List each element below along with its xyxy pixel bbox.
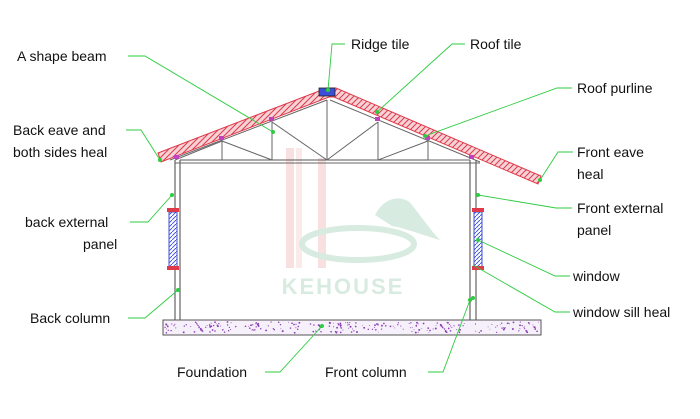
label-back-eave-line2: both sides heal xyxy=(13,144,107,160)
roof-truss xyxy=(169,99,481,164)
label-back-external-line2: panel xyxy=(83,236,117,252)
label-ridge-tile: Ridge tile xyxy=(351,36,410,52)
label-foundation: Foundation xyxy=(177,364,247,380)
label-roof-tile: Roof tile xyxy=(470,36,522,52)
label-front-external-line2: panel xyxy=(577,222,611,238)
label-window: window xyxy=(572,268,621,284)
label-roof-purline: Roof purline xyxy=(577,80,653,96)
leader-lines xyxy=(126,43,573,373)
label-front-column: Front column xyxy=(325,364,407,380)
label-back-external-line1: back external xyxy=(25,214,108,230)
ridge-tile xyxy=(318,87,336,97)
roof-purlines xyxy=(174,117,474,159)
roof-tile-band xyxy=(157,87,542,185)
label-front-eave-line2: heal xyxy=(577,166,603,182)
watermark-logo: KEHOUSE xyxy=(282,148,440,299)
label-back-column: Back column xyxy=(30,310,110,326)
back-window xyxy=(167,208,179,270)
label-back-eave-line1: Back eave and xyxy=(13,122,106,138)
label-front-external-line1: Front external xyxy=(577,200,663,216)
label-a-shape-beam: A shape beam xyxy=(17,48,107,64)
watermark-text: KEHOUSE xyxy=(282,274,405,299)
leader-dots xyxy=(158,88,542,328)
label-front-eave-line1: Front eave xyxy=(577,144,644,160)
foundation-slab xyxy=(162,319,542,336)
label-window-sill-heal: window sill heal xyxy=(572,304,670,320)
